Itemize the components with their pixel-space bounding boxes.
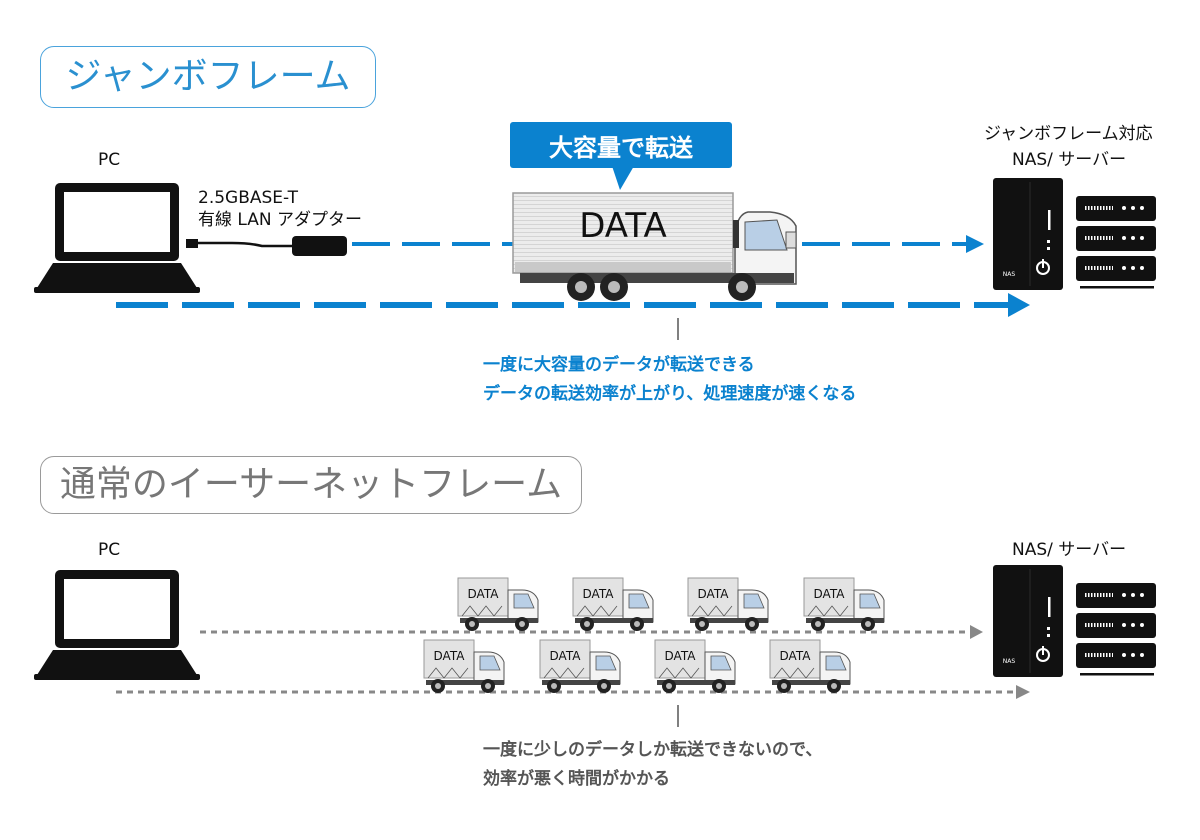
small-truck-label: DATA <box>698 587 730 601</box>
normal-nas-badge: NAS <box>1003 658 1016 665</box>
callout-tail <box>612 166 634 190</box>
jumbo-nas-label-line1: ジャンボフレーム対応 <box>984 124 1153 144</box>
adapter-label-line1: 2.5GBASE-T <box>198 188 298 208</box>
server-rack-icon <box>1076 196 1156 289</box>
big-truck-label: DATA <box>579 206 667 246</box>
small-truck-label: DATA <box>434 649 466 663</box>
jumbo-desc-line2: データの転送効率が上がり、処理速度が速くなる <box>483 384 857 404</box>
small-truck-6 <box>539 639 621 693</box>
small-truck-5 <box>423 639 505 693</box>
jumbo-nas-badge: NAS <box>1003 271 1016 278</box>
small-truck-label: DATA <box>583 587 615 601</box>
normal-upper-arrow <box>200 625 983 639</box>
normal-pc-label: PC <box>98 540 121 560</box>
jumbo-nas-label-line2: NAS/ サーバー <box>1012 150 1127 170</box>
small-truck-label: DATA <box>780 649 812 663</box>
jumbo-desc-line1: 一度に大容量のデータが転送できる <box>483 355 755 375</box>
jumbo-section-title: ジャンボフレーム <box>40 46 376 108</box>
small-truck-label: DATA <box>814 587 846 601</box>
nas-icon: NAS <box>993 565 1063 677</box>
small-truck-1 <box>457 577 539 631</box>
small-truck-label: DATA <box>550 649 582 663</box>
usb-adapter-icon <box>186 236 347 256</box>
adapter-label-line2: 有線 LAN アダプター <box>198 210 363 230</box>
arrow-right-icon <box>1016 685 1030 699</box>
small-truck-7 <box>654 639 736 693</box>
small-truck-3 <box>687 577 769 631</box>
normal-desc-line2: 効率が悪く時間がかかる <box>483 769 670 789</box>
jumbo-pc-label: PC <box>98 150 121 170</box>
arrow-right-icon <box>966 235 984 253</box>
small-truck-4 <box>803 577 885 631</box>
jumbo-diagram: DATA NAS <box>34 166 1156 340</box>
normal-lower-arrow <box>116 685 1030 699</box>
arrow-right-icon <box>970 625 983 639</box>
laptop-icon <box>34 570 200 680</box>
small-truck-2 <box>572 577 654 631</box>
laptop-icon <box>34 183 200 293</box>
normal-section-title: 通常のイーサーネットフレーム <box>40 456 582 514</box>
normal-desc-line1: 一度に少しのデータしか転送できないので、 <box>483 740 823 760</box>
power-icon <box>1036 646 1050 662</box>
arrow-right-icon <box>1008 293 1030 317</box>
jumbo-callout: 大容量で転送 <box>510 122 732 168</box>
small-truck-label: DATA <box>665 649 697 663</box>
normal-nas-label: NAS/ サーバー <box>1012 540 1127 560</box>
nas-icon: NAS <box>993 178 1063 290</box>
normal-diagram: DATA DATA DATA DATA DATA DATA DATA DATA … <box>34 565 1156 727</box>
truck-icon <box>512 192 797 301</box>
jumbo-lower-arrow <box>116 293 1030 317</box>
small-truck-8 <box>769 639 851 693</box>
power-icon <box>1036 259 1050 275</box>
small-truck-label: DATA <box>468 587 500 601</box>
server-rack-icon <box>1076 583 1156 676</box>
